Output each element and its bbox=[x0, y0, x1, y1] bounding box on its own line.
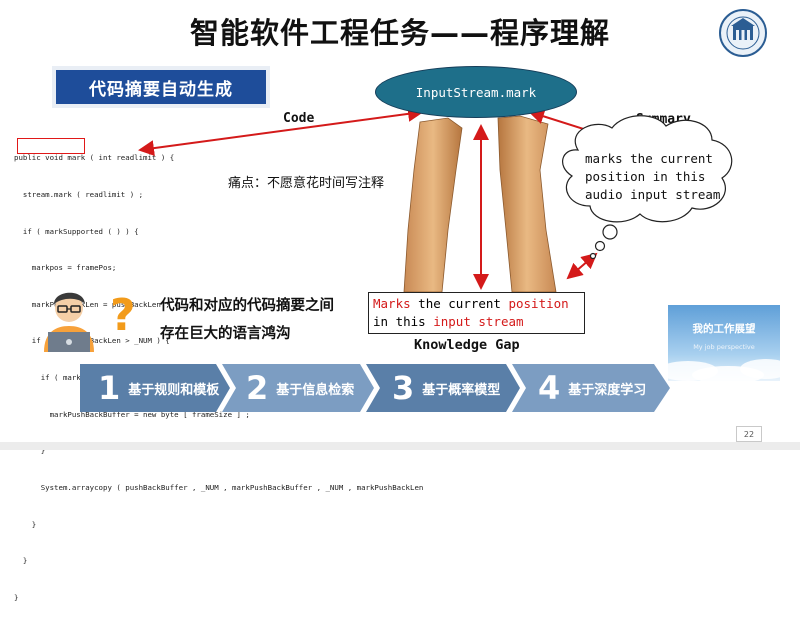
thought-cloud bbox=[562, 115, 733, 223]
code-highlight-box bbox=[17, 138, 85, 154]
code-line: System.arraycopy ( pushBackBuffer , _NUM… bbox=[14, 482, 424, 492]
gap-illustration bbox=[138, 105, 733, 293]
code-arrow bbox=[138, 105, 424, 157]
gap-description-line-1: 代码和对应的代码摘要之间 bbox=[160, 298, 334, 314]
approach-steps: 1 基于规则和模板 2 基于信息检索 3 基于概率模型 4 基于深度学习 bbox=[80, 364, 670, 412]
plain-word: in this bbox=[373, 314, 434, 329]
slide-title: 智能软件工程任务——程序理解 bbox=[189, 16, 610, 50]
section-badge-label: 代码摘要自动生成 bbox=[56, 70, 266, 104]
highlight-word: position bbox=[508, 296, 569, 311]
work-card-subtitle: My job perspective bbox=[693, 343, 755, 351]
code-line: markpos = framePos; bbox=[14, 263, 117, 273]
reference-line-2: in this input stream bbox=[373, 313, 584, 331]
right-cliff bbox=[497, 115, 557, 293]
section-badge: 代码摘要自动生成 bbox=[52, 66, 270, 108]
step-label: 基于规则和模板 bbox=[128, 382, 220, 398]
step-1: 1 基于规则和模板 bbox=[98, 364, 219, 412]
slide: 智能软件工程任务——程序理解 代码摘要自动生成 Code Summary pub… bbox=[0, 9, 800, 602]
step-number: 4 bbox=[538, 369, 561, 407]
step-number: 3 bbox=[392, 369, 415, 407]
left-cliff bbox=[403, 117, 463, 293]
step-3: 3 基于概率模型 bbox=[392, 364, 500, 412]
code-line: } bbox=[14, 592, 19, 602]
step-2: 2 基于信息检索 bbox=[246, 364, 354, 412]
step-4: 4 基于深度学习 bbox=[538, 364, 646, 412]
code-line: } bbox=[14, 556, 28, 566]
steps-background bbox=[80, 364, 670, 412]
cloud-bubble bbox=[589, 252, 597, 260]
code-line: } bbox=[14, 519, 37, 529]
highlight-word: Marks bbox=[373, 296, 411, 311]
work-card-title: 我的工作展望 bbox=[692, 323, 756, 335]
work-perspective-card: 我的工作展望 My job perspective bbox=[658, 305, 792, 384]
cloud-bubble bbox=[602, 224, 618, 240]
code-line: public void mark ( int readlimit ) { bbox=[14, 153, 175, 163]
code-line: markPushBackBuffer = new byte [ frameSiz… bbox=[14, 409, 250, 419]
step-number: 1 bbox=[98, 369, 121, 407]
step-number: 2 bbox=[246, 369, 269, 407]
step-label: 基于信息检索 bbox=[276, 382, 355, 398]
cloud-summary: marks the current position in this audio… bbox=[585, 150, 720, 204]
code-line: if ( markSupported ( ) ) { bbox=[14, 226, 139, 236]
code-line: stream.mark ( readlimit ) ; bbox=[14, 190, 144, 200]
question-mark-icon: ? bbox=[110, 290, 136, 341]
cloud-line: marks the current bbox=[585, 151, 713, 166]
footer-bar bbox=[0, 442, 800, 450]
reference-summary-box: Marks the current position in this input… bbox=[368, 292, 585, 334]
page-number: 22 bbox=[736, 426, 762, 442]
cloud-line: position in this bbox=[585, 169, 706, 184]
cloud-line: audio input stream bbox=[585, 187, 721, 202]
cloud-bubble bbox=[594, 240, 606, 252]
highlight-word: input stream bbox=[433, 314, 524, 329]
gap-description-line-2: 存在巨大的语言鸿沟 bbox=[160, 326, 291, 342]
method-ellipse: InputStream.mark bbox=[375, 66, 577, 118]
university-logo bbox=[719, 9, 767, 57]
plain-word: the current bbox=[410, 296, 509, 311]
pain-point-text: 痛点：不愿意花时间写注释 bbox=[228, 176, 385, 191]
knowledge-gap-label: Knowledge Gap bbox=[414, 337, 520, 353]
step-label: 基于深度学习 bbox=[568, 382, 647, 398]
reference-line-1: Marks the current position bbox=[373, 295, 584, 313]
developer-icon bbox=[44, 292, 94, 352]
sky-image bbox=[658, 305, 792, 384]
step-label: 基于概率模型 bbox=[422, 382, 501, 398]
